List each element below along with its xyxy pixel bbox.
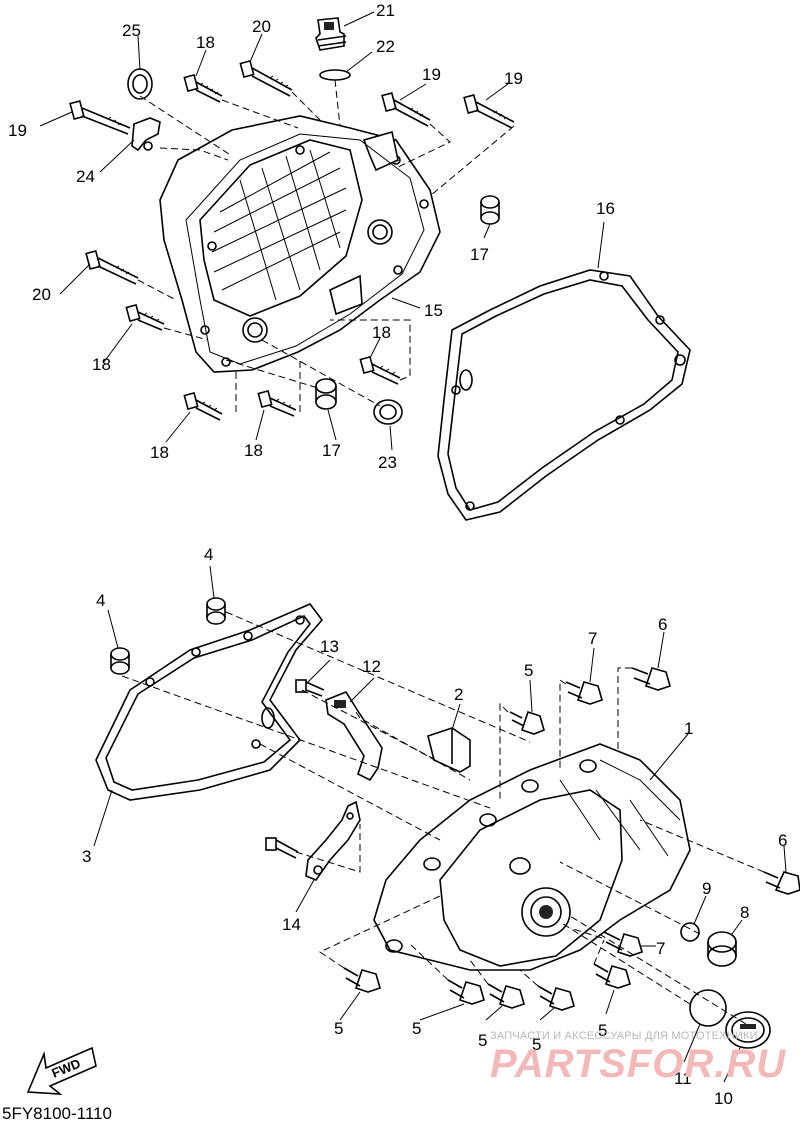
part-11-o-ring (689, 989, 727, 1027)
part-14-bracket (305, 800, 361, 881)
watermark-tagline: ЗАПЧАСТИ И АКСЕССУАРЫ ДЛЯ МОТОТЕХНИКИ (490, 1030, 758, 1042)
callout-23: 23 (378, 453, 397, 472)
callout-11: 11 (674, 1069, 692, 1088)
callout-4: 4 (204, 545, 213, 564)
part-5-bolt-c (487, 983, 525, 1009)
part-19-bolt-left (69, 99, 131, 135)
callout-labels: 21 25 18 20 22 19 19 19 24 16 17 20 15 1… (8, 1, 787, 1108)
callout-15: 15 (424, 301, 443, 320)
callout-5: 5 (524, 661, 533, 680)
part-18-bolt-top (183, 73, 223, 103)
callout-5: 5 (412, 1019, 421, 1038)
part-6-bolt-top (631, 667, 671, 691)
part-15-gasket (185, 133, 425, 365)
part-2-connector (427, 727, 471, 773)
callout-9: 9 (702, 879, 711, 898)
part-10-cap (725, 1011, 771, 1049)
crankcase-cover-upper (159, 115, 441, 373)
part-12-bracket (325, 691, 383, 782)
part-7-bolt-mid (603, 931, 643, 957)
callout-6: 6 (778, 831, 787, 850)
part-3-gasket (95, 603, 324, 801)
callout-25: 25 (122, 21, 141, 40)
upper-assembly (39, 11, 691, 521)
callout-19: 19 (8, 121, 27, 140)
part-13-screw (295, 679, 325, 697)
callout-5: 5 (478, 1031, 487, 1050)
part-5-bolt-b (447, 979, 485, 1005)
part-7-bolt-top (565, 681, 603, 705)
callout-16: 16 (596, 199, 615, 218)
callout-5: 5 (598, 1021, 607, 1040)
fwd-arrow-icon: FWD (26, 1046, 97, 1095)
lower-assembly: FWD (26, 565, 800, 1095)
part-20-bolt-top (239, 59, 293, 97)
callout-24: 24 (76, 167, 95, 186)
callout-7: 7 (656, 939, 665, 958)
part-22-o-ring (319, 69, 351, 81)
part-4-dowel-b (110, 647, 130, 675)
part-17-dowel-lower (315, 378, 337, 410)
callout-18: 18 (244, 441, 263, 460)
document-id: 5FY8100-1110 (2, 1104, 112, 1123)
callout-20: 20 (32, 285, 51, 304)
part-23-oil-seal (373, 399, 403, 425)
part-5-bolt-d (537, 985, 575, 1011)
callout-5: 5 (532, 1035, 541, 1054)
callout-10: 10 (714, 1089, 733, 1108)
callout-17: 17 (470, 245, 489, 264)
part-1-crankcase-cover (373, 743, 691, 971)
part-5-bolt-a (343, 967, 381, 993)
part-18-bolt-right (359, 355, 401, 385)
upper-leader-lines (39, 11, 605, 451)
part-18-bolt-mid (125, 303, 165, 331)
callout-20: 20 (252, 17, 271, 36)
callout-14: 14 (282, 915, 301, 934)
callout-13: 13 (320, 637, 339, 656)
callout-18: 18 (196, 33, 215, 52)
callout-3: 3 (82, 847, 91, 866)
part-20-bolt-mid (85, 249, 139, 285)
callout-12: 12 (362, 657, 381, 676)
callout-18: 18 (372, 323, 391, 342)
callout-8: 8 (740, 903, 749, 922)
part-24-clamp (131, 117, 161, 152)
part-17-dowel-right (480, 195, 500, 225)
callout-18: 18 (150, 443, 169, 462)
callout-7: 7 (588, 629, 597, 648)
part-5-bolt-top (509, 710, 545, 735)
part-9-o-ring (680, 922, 700, 942)
callout-21: 21 (376, 1, 395, 20)
lower-leader-lines (93, 565, 787, 1083)
callout-19: 19 (422, 65, 441, 84)
callout-19: 19 (504, 69, 523, 88)
part-19-bolt-right-b (463, 93, 515, 129)
callout-1: 1 (684, 719, 693, 738)
part-25-oil-seal (127, 68, 153, 100)
part-6-bolt-right (763, 871, 800, 895)
callout-17: 17 (322, 441, 341, 460)
part-19-bolt-right-a (381, 91, 431, 127)
part-18-bolt-low-b (257, 389, 297, 417)
callout-5: 5 (334, 1019, 343, 1038)
part-4-dowel-a (206, 597, 226, 625)
callout-4: 4 (96, 591, 105, 610)
part-18-bolt-low-a (183, 391, 223, 421)
part-5-bolt-e (593, 963, 631, 989)
part-14-bolt (265, 837, 299, 859)
callout-6: 6 (658, 615, 667, 634)
callout-22: 22 (376, 37, 395, 56)
part-21-oil-filler-cap (315, 17, 347, 51)
part-8-plug (707, 931, 737, 967)
watermark-brand-logo: PARTSFOR.RU (490, 1042, 787, 1086)
callout-18: 18 (92, 355, 111, 374)
part-16-gasket (437, 269, 691, 521)
callout-2: 2 (454, 685, 463, 704)
